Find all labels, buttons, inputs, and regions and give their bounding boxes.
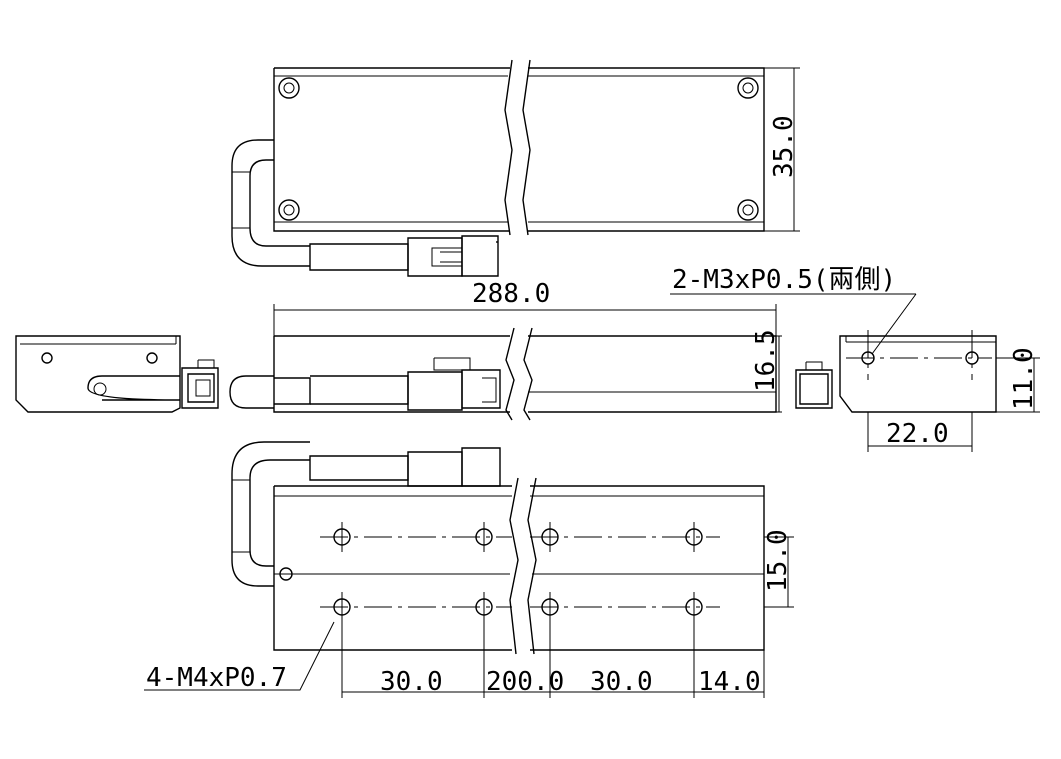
- bottom-thread-callout: 4-M4xP0.7: [146, 663, 287, 693]
- hole-icon: [333, 522, 351, 552]
- end-height-label: 11.0: [1009, 347, 1039, 410]
- hole-icon: [685, 522, 703, 552]
- hole-icon: [279, 567, 293, 581]
- hole-icon: [146, 352, 158, 364]
- screw-icon: [737, 199, 759, 221]
- pitch-b-label: 30.0: [590, 667, 653, 697]
- height-side-label: 16.5: [751, 329, 781, 392]
- left-end-view: [15, 335, 219, 413]
- right-end-view: [670, 293, 1040, 452]
- width-top-label: 35.0: [769, 115, 799, 178]
- top-view: [231, 59, 800, 277]
- hole-icon: [541, 522, 559, 552]
- end-hole-pitch-label: 22.0: [886, 419, 949, 449]
- hole-icon: [41, 352, 53, 364]
- side-view: [229, 304, 782, 421]
- edge-offset-label: 14.0: [698, 667, 761, 697]
- hole-row-pitch-label: 15.0: [763, 529, 793, 592]
- hole-icon: [475, 522, 493, 552]
- pitch-a-label: 30.0: [380, 667, 443, 697]
- bottom-view: [144, 441, 794, 698]
- screw-icon: [737, 77, 759, 99]
- length-total-label: 288.0: [472, 279, 550, 309]
- pitch-mid-label: 200.0: [486, 667, 564, 697]
- screw-icon: [278, 77, 300, 99]
- end-thread-callout: 2-M3xP0.5(兩側): [672, 265, 896, 295]
- screw-icon: [278, 199, 300, 221]
